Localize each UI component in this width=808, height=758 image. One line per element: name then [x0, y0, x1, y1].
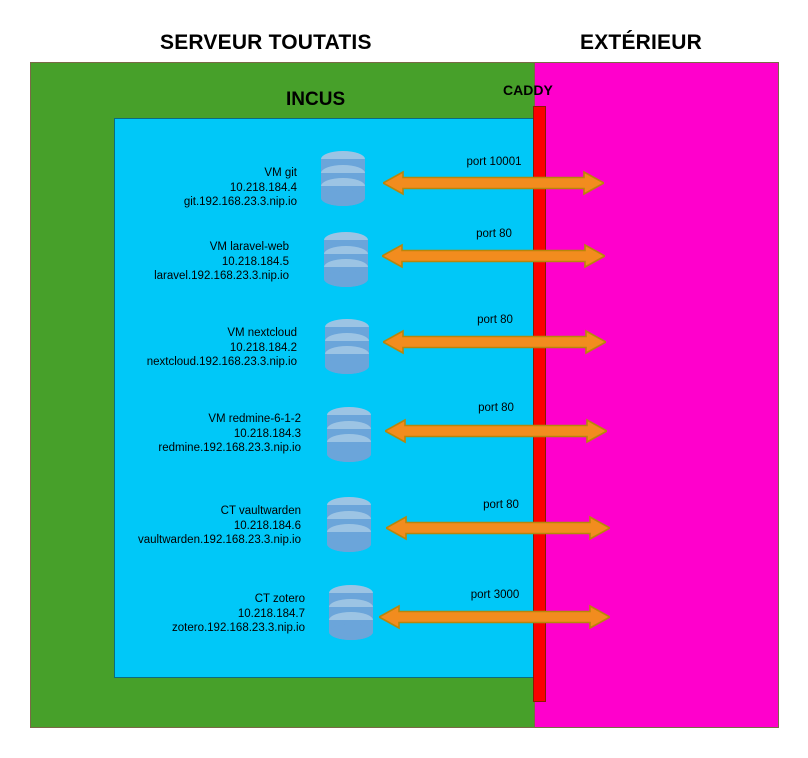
- database-icon: [321, 231, 371, 287]
- database-icon-svg: [325, 319, 369, 374]
- database-icon-svg: [321, 151, 365, 206]
- bidirectional-arrow-svg: [385, 418, 607, 444]
- service-info: VM nextcloud 10.218.184.2 nextcloud.192.16…: [147, 326, 297, 370]
- port-label: port 80: [476, 228, 512, 240]
- service-ip: 10.218.184.6: [233, 519, 301, 532]
- port-label: port 80: [477, 314, 513, 326]
- database-icon: [326, 584, 376, 640]
- service-info: CT vaultwarden 10.218.184.6 vaultwarden.19…: [138, 504, 301, 548]
- bidirectional-arrow-svg: [386, 515, 610, 541]
- database-icon: [318, 150, 368, 206]
- service-ip: 10.218.184.4: [229, 181, 297, 194]
- database-icon-svg: [327, 407, 371, 462]
- bidirectional-arrow-svg: [379, 604, 610, 630]
- port-label: port 10001: [466, 156, 522, 168]
- server-zone-title: SERVEUR TOUTATIS: [160, 31, 372, 54]
- service-ip: 10.218.184.5: [221, 255, 289, 268]
- bidirectional-arrow-svg: [383, 329, 606, 355]
- service-ip: 10.218.184.2: [229, 341, 297, 354]
- bidirectional-arrow-svg: [383, 170, 604, 196]
- service-ip: 10.218.184.3: [233, 427, 301, 440]
- database-icon: [322, 318, 372, 374]
- bidirectional-arrow: [386, 515, 610, 541]
- bidirectional-arrow: [383, 329, 606, 355]
- service-name: CT vaultwarden: [220, 505, 301, 517]
- bidirectional-arrow: [379, 604, 610, 630]
- port-label: port 3000: [470, 589, 520, 601]
- service-hostname: vaultwarden.192.168.23.3.nip.io: [137, 534, 301, 546]
- service-name: VM nextcloud: [227, 327, 297, 339]
- service-name: VM redmine-6-1-2: [208, 413, 301, 425]
- database-icon-svg: [329, 585, 373, 640]
- port-label: port 80: [478, 402, 514, 414]
- service-name: CT zotero: [254, 593, 305, 605]
- port-label: port 80: [483, 499, 519, 511]
- database-icon: [324, 496, 374, 552]
- incus-zone-region: [114, 118, 534, 678]
- service-info: VM git 10.218.184.4 git.192.168.23.3.nip.i…: [184, 166, 297, 210]
- database-icon-svg: [324, 232, 368, 287]
- service-hostname: redmine.192.168.23.3.nip.io: [158, 442, 301, 454]
- service-hostname: laravel.192.168.23.3.nip.io: [154, 270, 289, 282]
- service-info: CT zotero 10.218.184.7 zotero.192.168.23.3…: [172, 592, 305, 636]
- service-ip: 10.218.184.7: [237, 607, 305, 620]
- database-icon: [324, 406, 374, 462]
- bidirectional-arrow: [385, 418, 607, 444]
- bidirectional-arrow: [383, 170, 604, 196]
- bidirectional-arrow: [382, 243, 605, 269]
- service-info: VM redmine-6-1-2 10.218.184.3 redmine.192.…: [158, 412, 301, 456]
- service-info: VM laravel-web 10.218.184.5 laravel.192.16…: [154, 240, 289, 284]
- service-hostname: git.192.168.23.3.nip.io: [183, 196, 297, 208]
- caddy-label: CADDY: [503, 82, 553, 98]
- service-name: VM git: [264, 167, 297, 179]
- service-hostname: zotero.192.168.23.3.nip.io: [172, 622, 305, 634]
- incus-zone-label: INCUS: [286, 89, 346, 110]
- exterior-zone-title: EXTÉRIEUR: [580, 31, 702, 54]
- bidirectional-arrow-svg: [382, 243, 605, 269]
- service-hostname: nextcloud.192.168.23.3.nip.io: [146, 356, 297, 368]
- service-name: VM laravel-web: [209, 241, 289, 253]
- database-icon-svg: [327, 497, 371, 552]
